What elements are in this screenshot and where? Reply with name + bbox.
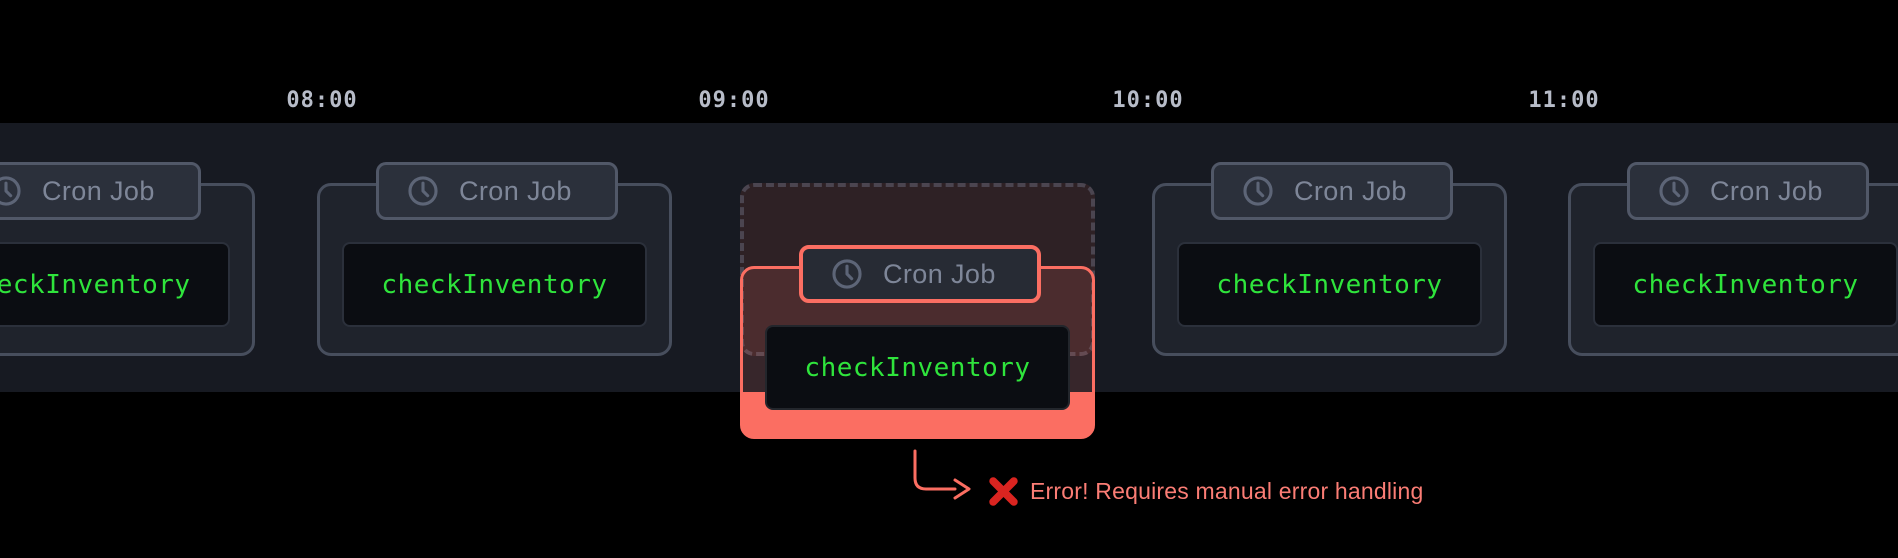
cron-job-card: Cron Job checkInventory: [1152, 162, 1507, 356]
badge-label: Cron Job: [42, 175, 155, 206]
clock-icon: [832, 259, 862, 289]
function-label: checkInventory: [1593, 242, 1898, 327]
function-label: checkInventory: [0, 242, 230, 327]
function-label: checkInventory: [765, 325, 1070, 410]
cron-job-badge: Cron Job: [1211, 162, 1453, 220]
cron-job-badge: Cron Job: [0, 162, 201, 220]
error-message: Error! Requires manual error handling: [1030, 477, 1424, 504]
error-connector-arrow: [913, 449, 971, 500]
time-label-1000: 10:00: [1112, 88, 1184, 113]
clock-icon: [1243, 176, 1273, 206]
cron-job-card: Cron Job checkInventory: [317, 162, 672, 356]
time-label-1100: 11:00: [1528, 88, 1600, 113]
function-label: checkInventory: [342, 242, 647, 327]
cross-mark-icon: [989, 476, 1018, 506]
time-label-0900: 09:00: [698, 88, 770, 113]
cron-job-badge: Cron Job: [799, 245, 1041, 303]
error-annotation: Error! Requires manual error handling: [988, 474, 1423, 508]
badge-label: Cron Job: [459, 175, 572, 206]
badge-label: Cron Job: [1294, 175, 1407, 206]
badge-label: Cron Job: [883, 258, 996, 289]
cron-job-card: Cron Job checkInventory: [1568, 162, 1898, 356]
clock-icon: [1659, 176, 1689, 206]
clock-icon: [0, 176, 21, 206]
badge-label: Cron Job: [1710, 175, 1823, 206]
time-label-0800: 08:00: [286, 88, 358, 113]
cron-job-badge: Cron Job: [1627, 162, 1869, 220]
cron-job-badge: Cron Job: [376, 162, 618, 220]
cron-job-card-error: Cron Job checkInventory: [740, 245, 1095, 439]
function-label: checkInventory: [1177, 242, 1482, 327]
clock-icon: [408, 176, 438, 206]
cron-job-card: Cron Job checkInventory: [0, 162, 255, 356]
